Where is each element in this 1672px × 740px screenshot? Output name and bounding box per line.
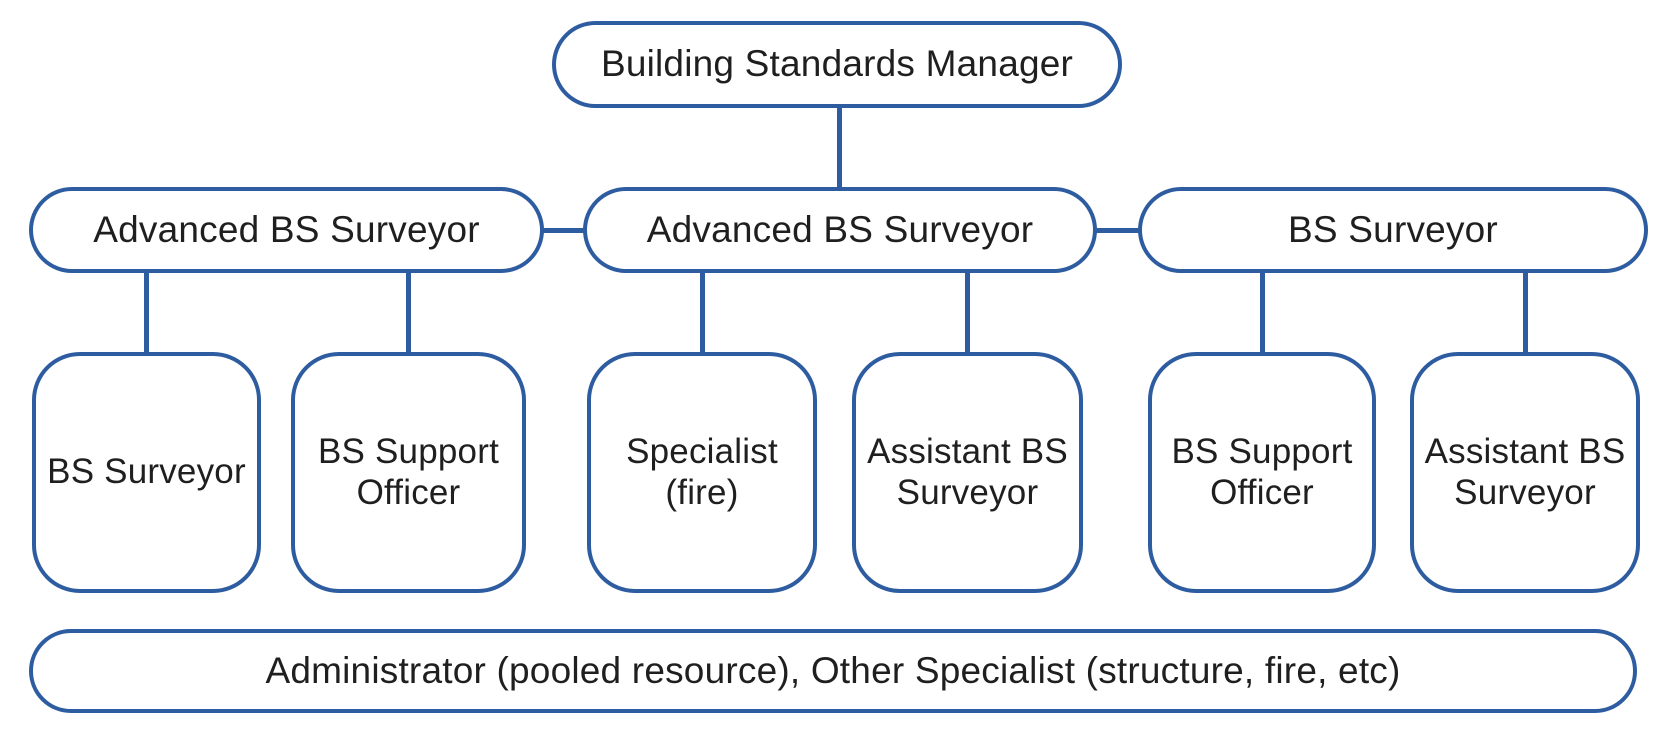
node-label: Assistant BS Surveyor: [1424, 432, 1626, 512]
node-bs-surveyor-mid: BS Surveyor: [1138, 187, 1648, 273]
node-bs-support-officer-1: BS Support Officer: [291, 352, 526, 593]
node-bs-surveyor-child: BS Surveyor: [32, 352, 261, 593]
node-assistant-bs-surveyor-1: Assistant BS Surveyor: [852, 352, 1083, 593]
node-bs-support-officer-2: BS Support Officer: [1148, 352, 1376, 593]
node-building-standards-manager: Building Standards Manager: [552, 21, 1122, 108]
node-label: BS Surveyor: [47, 452, 246, 492]
node-advanced-bs-surveyor-2: Advanced BS Surveyor: [583, 187, 1097, 273]
connector-mid3-to-child5: [1260, 273, 1265, 352]
node-label: BS Support Officer: [1171, 432, 1353, 512]
node-label: Building Standards Manager: [600, 43, 1074, 85]
node-label: Specialist (fire): [626, 432, 778, 512]
connector-mid2-to-mid3: [1095, 228, 1140, 233]
connector-mid3-to-child6: [1523, 273, 1528, 352]
node-assistant-bs-surveyor-2: Assistant BS Surveyor: [1410, 352, 1640, 593]
connector-mid2-to-child4: [965, 273, 970, 352]
connector-mid2-to-child3: [700, 273, 705, 352]
node-label: BS Support Officer: [318, 432, 499, 512]
node-label: BS Surveyor: [1288, 208, 1498, 250]
node-label: Advanced BS Surveyor: [646, 208, 1034, 250]
connector-mid1-to-child2: [406, 273, 411, 352]
node-label: Assistant BS Surveyor: [867, 432, 1068, 512]
connector-mid1-to-mid2: [542, 228, 585, 233]
node-specialist-fire: Specialist (fire): [587, 352, 817, 593]
connector-manager-to-mid2: [837, 108, 842, 187]
connector-mid1-to-child1: [144, 273, 149, 352]
node-label: Administrator (pooled resource), Other S…: [265, 649, 1401, 691]
node-label: Advanced BS Surveyor: [93, 208, 480, 250]
node-advanced-bs-surveyor-1: Advanced BS Surveyor: [29, 187, 544, 273]
node-pooled-resources: Administrator (pooled resource), Other S…: [29, 629, 1637, 713]
